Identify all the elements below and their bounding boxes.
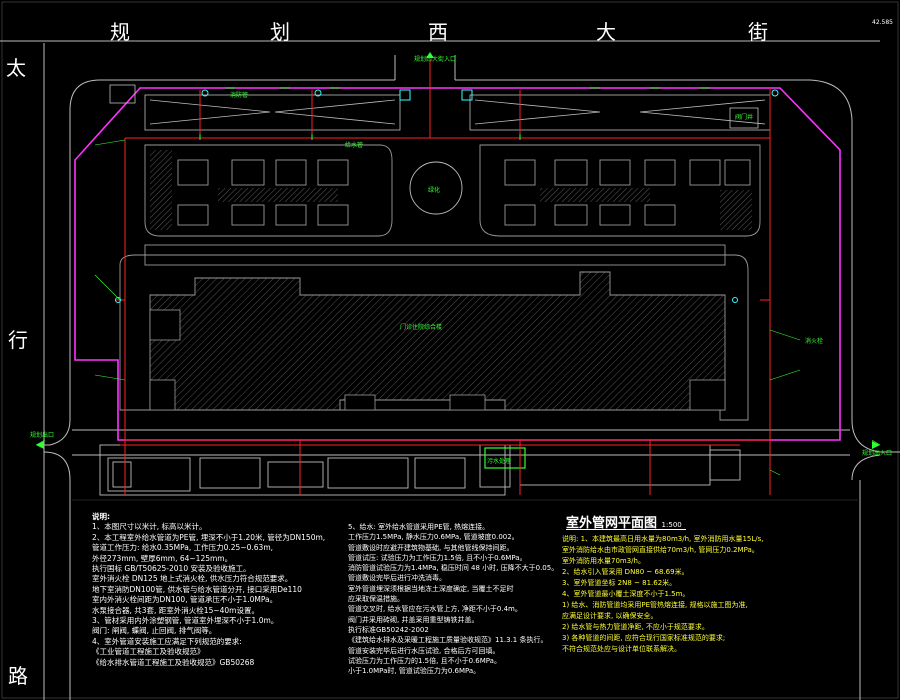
street-west-3: 路 bbox=[8, 664, 28, 688]
wing-hatches bbox=[150, 150, 752, 230]
annotation-ticks bbox=[199, 87, 710, 140]
notes-left-line: 3、管材采用内外涂塑钢管, 管道室外埋深不小于1.0m。 bbox=[92, 616, 279, 626]
notes-middle-line: 管道试压: 试验压力为工作压力1.5倍, 且不小于0.6MPa。 bbox=[348, 553, 527, 562]
pipe-label-1: 给水管 bbox=[345, 142, 364, 149]
notes-left-line: 管道工作压力: 给水0.35MPa, 工作压力0.25~0.63m, bbox=[92, 543, 274, 553]
notes-left-line: 1、本图尺寸以米计, 标高以米计。 bbox=[92, 522, 207, 532]
notes-left-line: 4、室外管道安装施工应满足下列规范的要求: bbox=[92, 636, 242, 646]
center-circle-label: 绿化 bbox=[428, 187, 441, 194]
notes-middle-line: 《建筑给水排水及采暖工程施工质量验收规范》11.3.1 条执行。 bbox=[348, 636, 548, 645]
notes-right-line: 说明: 1、本建筑最高日用水量为80m3/h, 室外消防用水量15L/s, bbox=[562, 535, 764, 543]
street-west-2: 行 bbox=[8, 328, 28, 352]
valve-well-label: 阀门井 bbox=[735, 114, 754, 121]
center-circle bbox=[409, 161, 463, 215]
notes-middle-line: 管道交叉时, 给水管应在污水管上方, 净距不小于0.4m。 bbox=[348, 605, 522, 614]
notes-left-line: 室外消火栓 DN125 地上式消火栓, 供水压力符合规范要求。 bbox=[92, 574, 293, 584]
notes-middle-line: 执行标准GB50242-2002 bbox=[348, 625, 429, 634]
south-buildings bbox=[99, 444, 741, 496]
notes-right-line: 不符合规范处应与设计单位联系解决。 bbox=[562, 645, 681, 653]
notes-right-line: 2、给水引入管采用 DN80 ~ 68.69米。 bbox=[562, 568, 689, 576]
gate-right-label: 规划出入口 bbox=[862, 450, 893, 457]
notes-left-line: 外径273mm, 壁厚6mm, 64~125mm。 bbox=[92, 553, 233, 563]
notes-right-line: 应满足设计要求, 以确保安全。 bbox=[562, 612, 658, 620]
notes-left-heading: 说明: bbox=[92, 512, 110, 521]
notes-middle-line: 工作压力1.5MPa, 静水压力0.6MPa, 管道坡度0.002。 bbox=[348, 533, 519, 542]
notes-right-line: 2) 给水管与热力管道净距, 不应小于规范要求。 bbox=[562, 623, 709, 631]
main-building-label: 门诊住院综合楼 bbox=[400, 324, 443, 331]
notes-middle-line: 5、给水: 室外给水管道采用PE管, 热熔连接。 bbox=[348, 523, 490, 531]
plan-title-scale: 1:500 bbox=[661, 521, 682, 529]
notes-middle-line: 管道安装完毕后进行水压试验, 合格后方可回填。 bbox=[348, 646, 500, 655]
notes-left-line: 水泵接合器, 共3套, 距室外消火栓15~40m设置。 bbox=[92, 605, 259, 615]
notes-middle: 5、给水: 室外给水管道采用PE管, 热熔连接。 工作压力1.5MPa, 静水压… bbox=[348, 522, 558, 676]
notes-left-line: 《工业管道工程施工及验收规范》 bbox=[92, 647, 205, 657]
notes-left-line: 室内外消火栓间距为DN100, 管道承压不小于1.0MPa。 bbox=[92, 595, 278, 605]
fire-main-loop bbox=[115, 60, 771, 495]
plan-title-underline bbox=[566, 529, 686, 530]
entrance-arrows bbox=[36, 52, 880, 449]
notes-left-line: 2、本工程室外给水管道为PE管, 埋深不小于1.20米, 管径为DN150m, bbox=[92, 532, 326, 542]
notes-left-line: 执行国标 GB/T50625-2010 安装及验收施工。 bbox=[92, 564, 251, 574]
notes-middle-line: 管道敷设完毕后进行冲洗消毒。 bbox=[348, 574, 446, 583]
main-building-hatch bbox=[149, 271, 726, 411]
sewage-room-label: 污水处理 bbox=[487, 458, 512, 465]
gate-top-label: 规划西大街入口 bbox=[414, 56, 457, 63]
notes-left-line: 阀门: 闸阀, 蝶阀, 止回阀, 排气阀等。 bbox=[92, 626, 217, 636]
notes-left-line: 地下室消防DN100管, 供水管与给水管道分开, 接口采用De110 bbox=[92, 584, 302, 594]
main-building-notches bbox=[149, 309, 726, 411]
notes-right-line: 室外消防给水由市政管网直接供给70m3/h, 管网压力0.2MPa。 bbox=[562, 546, 759, 554]
main-building-outline bbox=[119, 244, 749, 421]
notes-middle-line: 室外管道埋深须根据当地冻土深度确定, 当覆土不足时 bbox=[348, 584, 514, 593]
road-edges bbox=[0, 40, 900, 700]
valve-marks bbox=[115, 89, 779, 303]
notes-right-line: 3) 各种管道的间距, 应符合现行国家标准规范的要求; bbox=[562, 634, 726, 642]
leader-lines bbox=[35, 139, 881, 476]
plan-title-text: 室外管网平面图 bbox=[566, 516, 658, 531]
notes-middle-line: 管道敷设时应避开建筑物基础, 与其他管线保持间距。 bbox=[348, 543, 514, 552]
notes-right-line: 4、室外管道最小覆土深度不小于1.5m。 bbox=[562, 590, 690, 598]
hydrant-label: 消火栓 bbox=[805, 338, 824, 345]
notes-middle-line: 阀门井采用砖砌, 井盖采用重型铸铁井盖。 bbox=[348, 615, 479, 624]
notes-left: 说明: 1、本图尺寸以米计, 标高以米计。 2、本工程室外给水管道为PE管, 埋… bbox=[92, 512, 325, 668]
plan-title: 室外管网平面图 1:500 bbox=[566, 512, 682, 531]
corner-elevation: 42.585 bbox=[872, 19, 893, 26]
notes-right-line: 1) 给水、消防管道均采用PE管热熔连接, 规格以施工图为准, bbox=[562, 601, 748, 609]
pipe-label-2: 消防管 bbox=[230, 92, 249, 99]
parking-bays bbox=[109, 84, 771, 131]
street-north-3: 西 bbox=[428, 20, 448, 44]
notes-left-line: 《给水排水管道工程施工及验收规范》GB50268 bbox=[92, 657, 255, 667]
street-north-1: 规 bbox=[110, 20, 130, 44]
notes-right-line: 3、室外管道坐标 2N8 ~ 81.62米。 bbox=[562, 579, 677, 587]
notes-middle-line: 消防管道试验压力为1.4MPa, 稳压时间 48 小时, 压降不大于0.05。 bbox=[348, 564, 559, 573]
street-north-4: 大 bbox=[596, 20, 616, 44]
notes-middle-line: 小于1.0MPa时, 管道试验压力为0.6MPa。 bbox=[348, 667, 481, 676]
street-north-5: 街 bbox=[748, 20, 768, 44]
site-boundary bbox=[74, 87, 841, 441]
notes-middle-line: 试验压力为工作压力的1.5倍, 且不小于0.6MPa。 bbox=[348, 656, 501, 665]
gate-left-label: 规划出口 bbox=[30, 432, 55, 439]
north-wings bbox=[144, 144, 761, 237]
notes-middle-line: 应采取保温措施。 bbox=[348, 595, 404, 604]
street-west-1: 太 bbox=[6, 56, 26, 80]
notes-right-line: 室外消防用水量70m3/h。 bbox=[562, 557, 645, 565]
street-north-2: 划 bbox=[270, 20, 290, 44]
notes-right: 说明: 1、本建筑最高日用水量为80m3/h, 室外消防用水量15L/s, 室外… bbox=[562, 534, 764, 655]
sewage-room bbox=[484, 447, 526, 469]
